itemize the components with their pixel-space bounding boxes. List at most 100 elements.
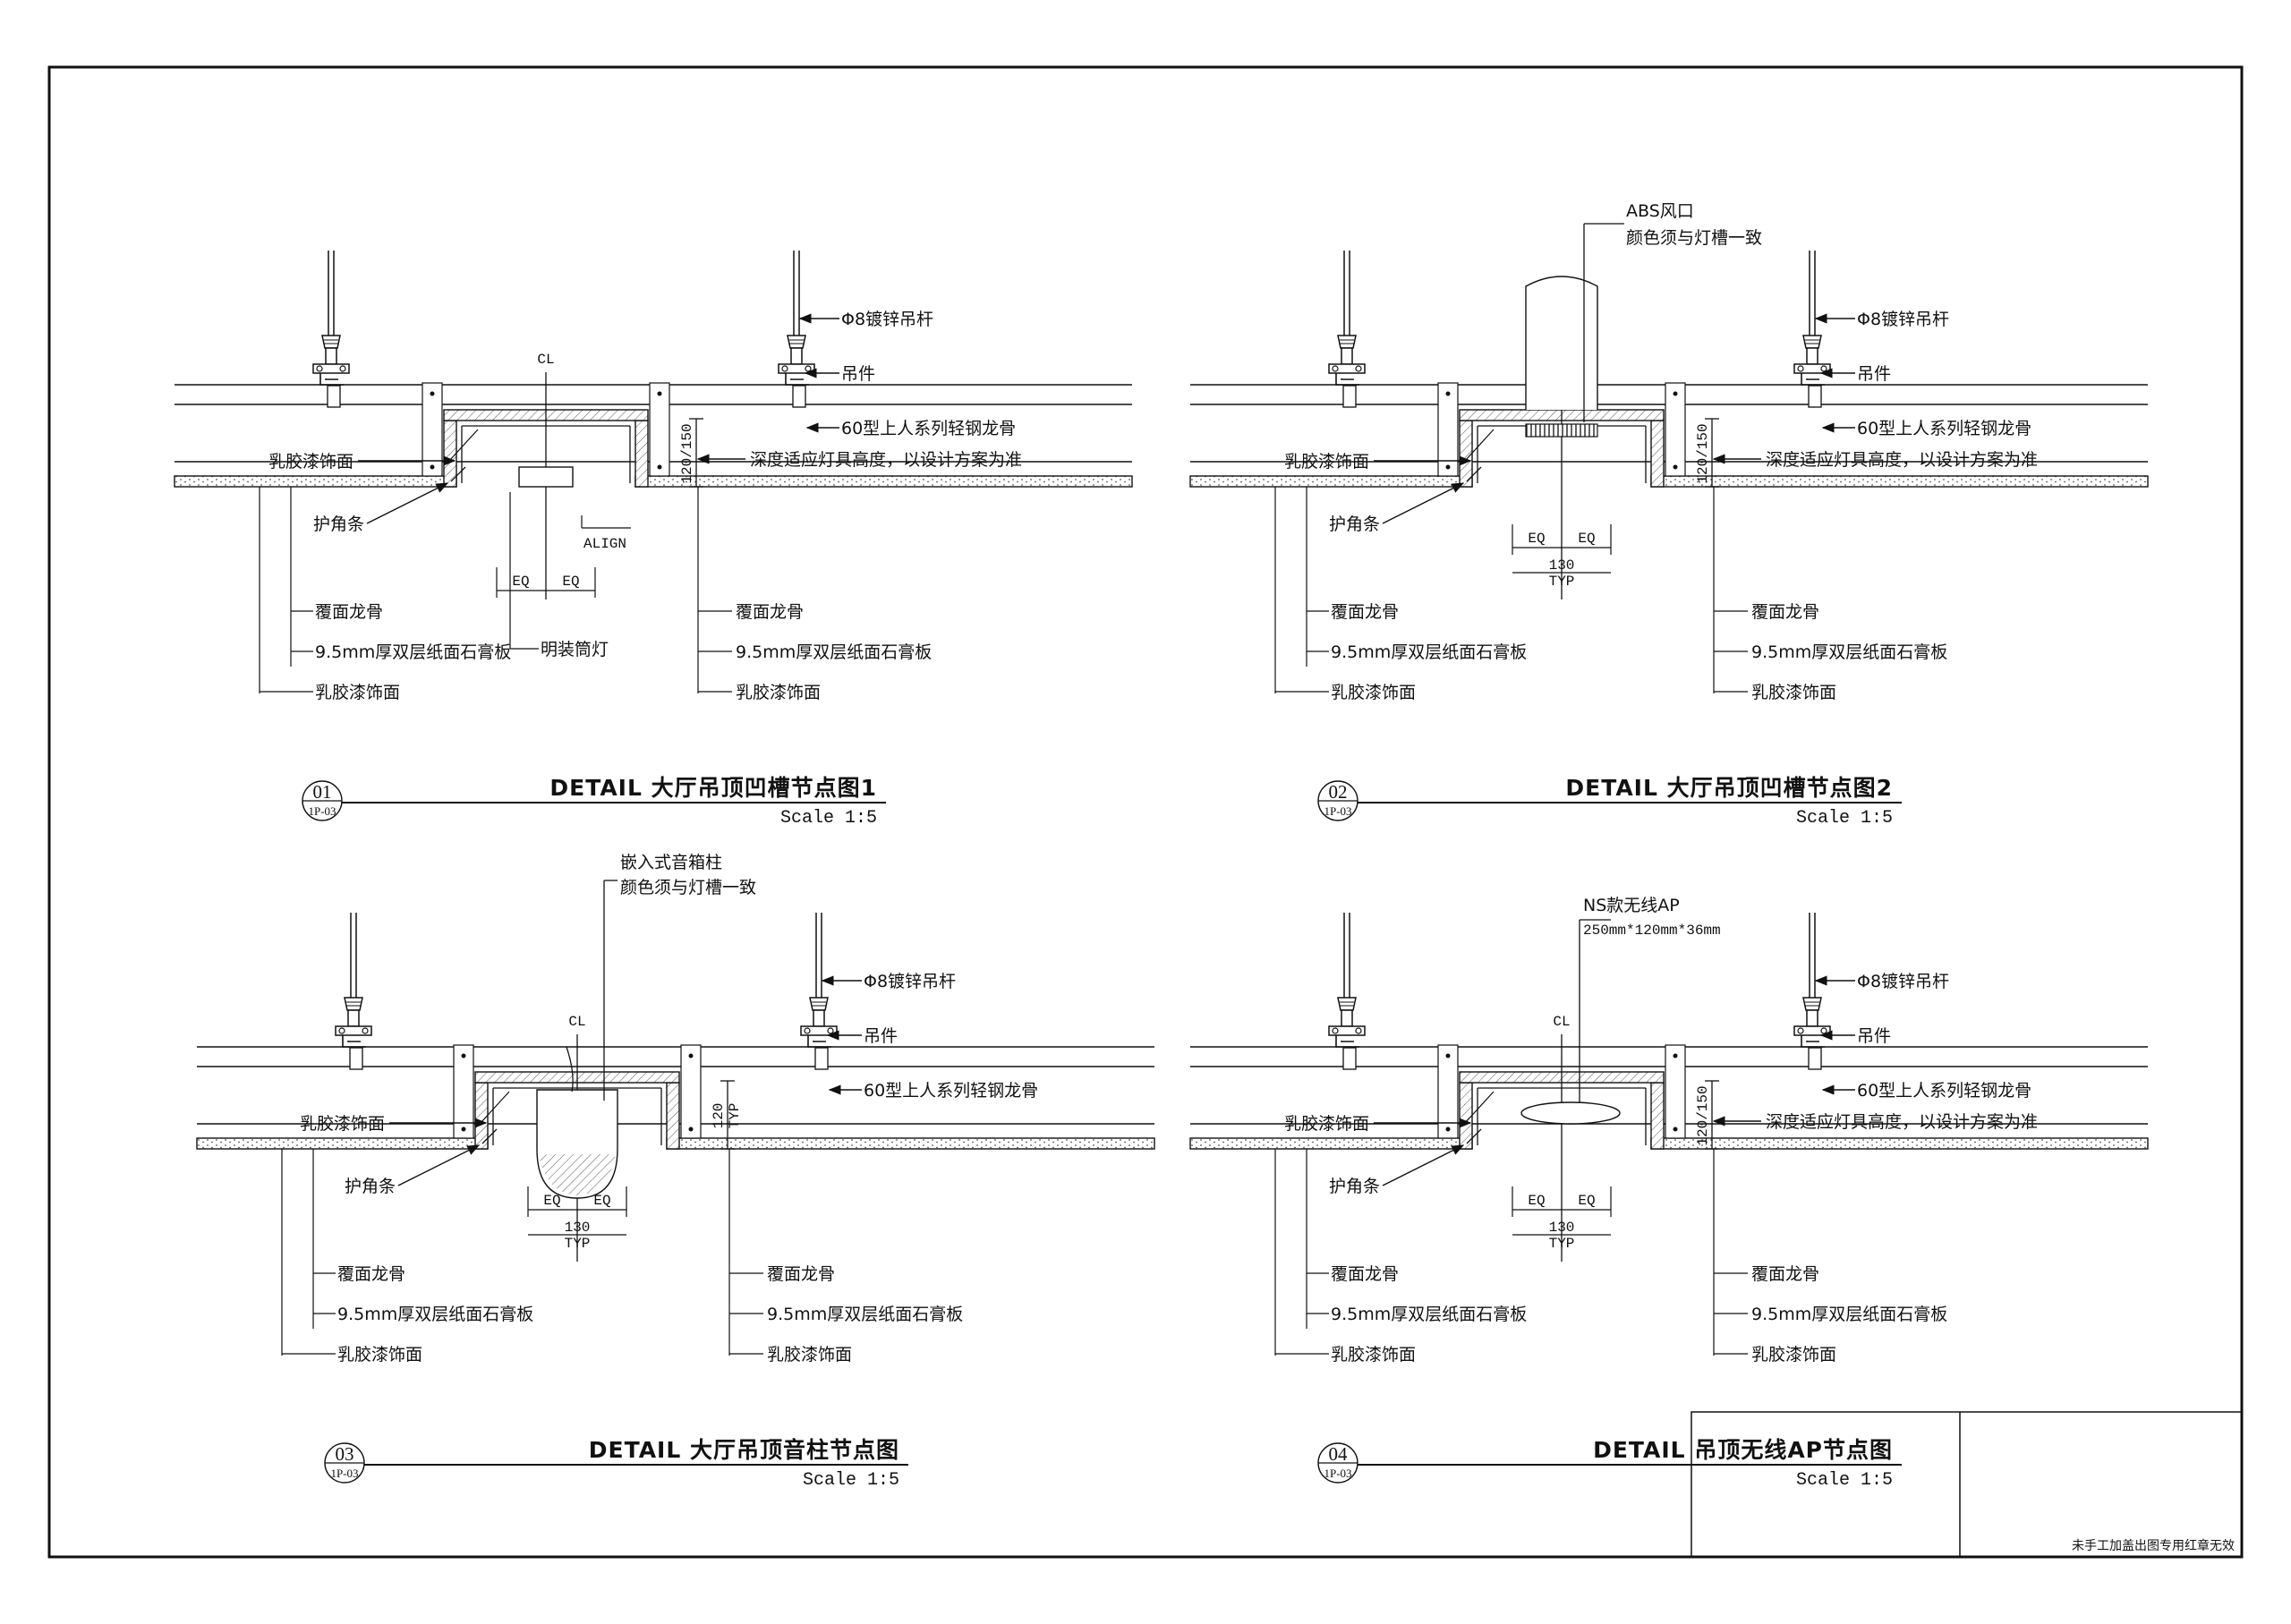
keel-lip bbox=[1342, 1047, 1357, 1070]
centerline-label: CL bbox=[1553, 1014, 1570, 1030]
bolt bbox=[1332, 365, 1339, 372]
label-cover-keel_r: 覆面龙骨 bbox=[1751, 1264, 1819, 1284]
vent-duct bbox=[1525, 276, 1598, 410]
label-ap-1: NS款无线AP bbox=[1583, 896, 1680, 915]
label-hanger: 吊件 bbox=[864, 1026, 898, 1046]
hanger-plate bbox=[335, 1025, 372, 1036]
recess-wall-left bbox=[443, 420, 457, 488]
detail-number: 04 bbox=[1329, 1443, 1349, 1465]
vent-grille bbox=[1525, 423, 1598, 438]
label-cover-keel_r: 覆面龙骨 bbox=[767, 1264, 835, 1284]
label-hanger: 吊件 bbox=[841, 364, 875, 384]
screw bbox=[1673, 1053, 1678, 1059]
rod-nut bbox=[1337, 335, 1357, 349]
label-depth-note: 深度适应灯具高度，以设计方案为准 bbox=[750, 450, 1022, 470]
recess-wall-left bbox=[1459, 420, 1473, 488]
label-cover-keel_r: 覆面龙骨 bbox=[736, 602, 804, 622]
centerline-label: CL bbox=[537, 352, 554, 368]
c-channel-keel bbox=[319, 373, 344, 386]
hanger-plate bbox=[1328, 1025, 1366, 1036]
width-typ-text: TYP bbox=[1549, 574, 1575, 590]
label-depth-note: 深度适应灯具高度，以设计方案为准 bbox=[1766, 450, 2038, 470]
corner-bead bbox=[1466, 1128, 1482, 1144]
width-dim-text: 130 bbox=[565, 1220, 591, 1236]
recess-wall-right bbox=[634, 420, 649, 488]
label-cover-keel_r: 覆面龙骨 bbox=[1751, 602, 1819, 622]
gypsum-board-right bbox=[1650, 1137, 2149, 1150]
recess-wall-right bbox=[1650, 420, 1665, 488]
detail-number: 03 bbox=[336, 1443, 354, 1465]
label-latex-finish: 乳胶漆饰面 bbox=[1284, 1114, 1369, 1134]
label-rod: Φ8镀锌吊杆 bbox=[841, 310, 933, 329]
label-ap-2: 250mm*120mm*36mm bbox=[1583, 923, 1721, 939]
label-latex-l: 乳胶漆饰面 bbox=[337, 1345, 422, 1365]
screw bbox=[1445, 464, 1451, 470]
hanger-clip bbox=[1341, 347, 1353, 365]
bolt bbox=[1797, 1027, 1804, 1034]
rod-nut bbox=[321, 335, 341, 349]
leader-latex-tail bbox=[1464, 1091, 1495, 1124]
c-channel-keel bbox=[342, 1035, 366, 1048]
label-latex-l: 乳胶漆饰面 bbox=[315, 683, 400, 702]
detail-number: 02 bbox=[1329, 781, 1348, 803]
hanger-clip bbox=[1806, 1009, 1818, 1027]
bolt bbox=[338, 1027, 345, 1034]
recess-wall-left bbox=[474, 1082, 489, 1150]
detail-sheet-ref: 1P-03 bbox=[330, 1467, 358, 1480]
detail-scale: Scale 1:5 bbox=[780, 808, 877, 829]
label-latex-finish: 乳胶漆饰面 bbox=[1284, 452, 1369, 472]
screw bbox=[657, 391, 662, 396]
screw bbox=[1445, 1053, 1451, 1059]
label-corner-bead: 护角条 bbox=[345, 1177, 396, 1196]
width-dim-text: 130 bbox=[1549, 1220, 1575, 1236]
bolt bbox=[1355, 1027, 1362, 1034]
keel-lip bbox=[1808, 385, 1822, 408]
bolt bbox=[1820, 365, 1827, 372]
gypsum-board-right bbox=[634, 475, 1133, 488]
keel-lip bbox=[327, 385, 341, 408]
bolt bbox=[1820, 1027, 1827, 1034]
frame-post-right bbox=[649, 382, 670, 477]
recess-wall-right bbox=[666, 1082, 680, 1150]
gypsum-board-right bbox=[1650, 475, 2149, 488]
keel-lip bbox=[349, 1047, 363, 1070]
label-depth-note: 深度适应灯具高度，以设计方案为准 bbox=[1766, 1112, 2038, 1132]
frame-post-left bbox=[1437, 382, 1459, 477]
recess-wall-left bbox=[1459, 1082, 1473, 1150]
corner-bead bbox=[450, 466, 466, 482]
bolt bbox=[362, 1027, 369, 1034]
frame-post-right bbox=[680, 1044, 702, 1139]
label-corner-bead: 护角条 bbox=[1329, 1177, 1380, 1196]
label-latex-finish: 乳胶漆饰面 bbox=[300, 1114, 385, 1134]
detail-title: DETAIL 大厅吊顶凹槽节点图2 bbox=[1565, 775, 1893, 801]
rod-nut bbox=[1337, 997, 1357, 1011]
c-channel-keel bbox=[807, 1035, 831, 1048]
screw bbox=[688, 1053, 694, 1059]
height-dim-text: 120/150 bbox=[1695, 1085, 1711, 1145]
hanger-clip bbox=[1341, 1009, 1353, 1027]
label-vent-1: ABS风口 bbox=[1626, 201, 1694, 221]
label-latex-r: 乳胶漆饰面 bbox=[767, 1345, 852, 1365]
eq-left: EQ bbox=[512, 574, 529, 590]
bolt bbox=[827, 1027, 834, 1034]
label-cover-keel_l: 覆面龙骨 bbox=[1331, 602, 1399, 622]
screw bbox=[1445, 391, 1451, 396]
leader-corner bbox=[1382, 1144, 1465, 1186]
speaker-cable bbox=[566, 1046, 574, 1093]
label-gypsum-l: 9.5mm厚双层纸面石膏板 bbox=[1331, 642, 1527, 662]
label-latex-r: 乳胶漆饰面 bbox=[1751, 1345, 1836, 1365]
detail-scale: Scale 1:5 bbox=[803, 1470, 899, 1491]
label-gypsum-r: 9.5mm厚双层纸面石膏板 bbox=[1751, 642, 1947, 662]
title-block bbox=[1691, 1411, 2243, 1558]
eq-left: EQ bbox=[1528, 1193, 1545, 1209]
screw bbox=[1673, 464, 1678, 470]
hanger-plate bbox=[312, 363, 350, 374]
rod-nut bbox=[1802, 997, 1822, 1011]
screw bbox=[657, 464, 662, 470]
frame-post-left bbox=[1437, 1044, 1459, 1139]
frame-post-right bbox=[1665, 382, 1686, 477]
